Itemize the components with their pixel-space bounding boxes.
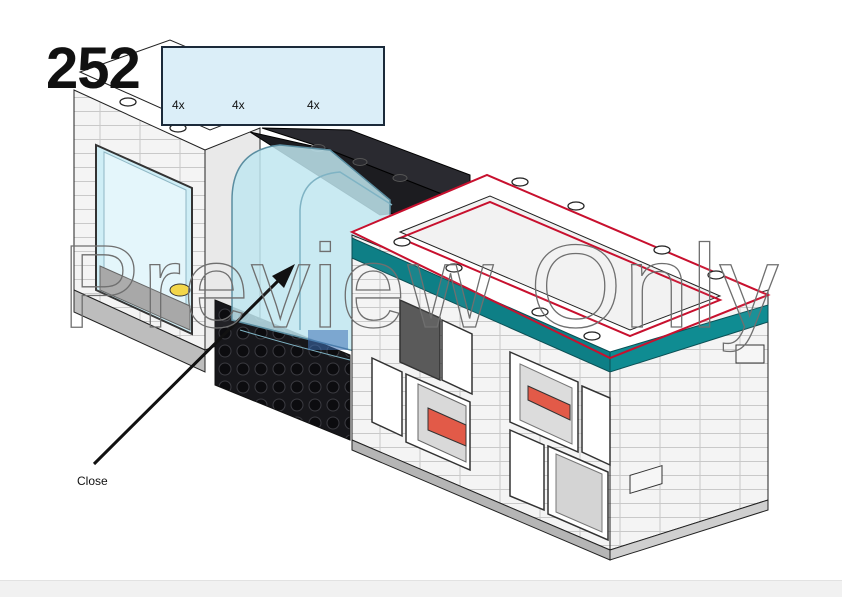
studs-top xyxy=(393,177,725,341)
page-footer xyxy=(0,580,842,597)
parts-callout: 4x 4x 4x xyxy=(161,46,385,126)
part-quantity-flat-tile: 4x xyxy=(232,98,245,112)
step-number: 252 xyxy=(46,36,141,101)
window-cluster-left xyxy=(371,298,473,472)
window-cluster-right xyxy=(509,350,611,542)
part-quantity-l-tile: 4x xyxy=(172,98,185,112)
right-building xyxy=(349,173,771,561)
glass-connector xyxy=(214,127,471,441)
close-callout-label: Close xyxy=(77,474,108,488)
close-arrow xyxy=(92,264,295,466)
part-quantity-jumper-plate: 4x xyxy=(307,98,320,112)
